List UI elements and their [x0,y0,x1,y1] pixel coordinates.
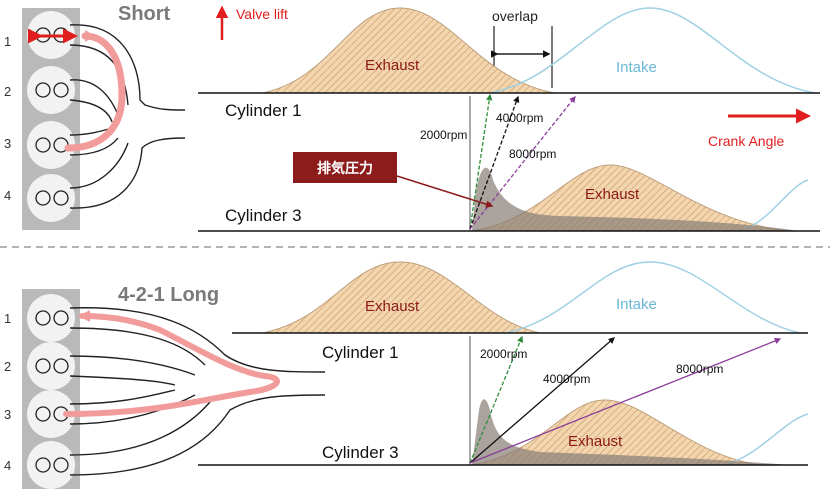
cylinder-number-2: 2 [4,84,11,99]
cylinder-number-3-bottom: 3 [4,407,11,422]
cylinder-number-4: 4 [4,188,11,203]
exhaust-label-cyl1-top: Exhaust [365,57,420,74]
cylinder3-label-bottom: Cylinder 3 [322,443,399,462]
pressure-pulse-bottom [472,399,790,465]
short-manifold-pipes [69,24,186,209]
pressure-label-box [293,152,397,183]
exhaust-flow-highlight-bottom [63,313,280,417]
intake-label-cyl1-bottom: Intake [616,296,657,313]
pressure-pointer-arrow [396,175,494,208]
cylinder-number-1-bottom: 1 [4,311,11,326]
rpm-2000-arrow-top [469,93,493,230]
exhaust-label-cyl3-top: Exhaust [585,186,640,203]
rpm-2000-label-bottom: 2000rpm [480,347,527,361]
overlap-label: overlap [492,8,538,24]
crank-angle-label: Crank Angle [708,133,784,149]
rpm-4000-arrow-top [469,95,520,230]
cylinder-number-3: 3 [4,136,11,151]
pressure-pulse-top [472,167,800,231]
rpm-4000-label-bottom: 4000rpm [543,372,590,386]
flow-arrowhead-bottom [78,310,90,322]
exhaust-curve-cyl3-bottom [469,399,761,466]
cylinder3-label-top: Cylinder 3 [225,206,302,225]
intake-label-cyl1-top: Intake [616,59,657,76]
exhaust-flow-highlight-top [64,32,126,152]
title-long: 4-2-1 Long [118,284,219,306]
rpm-8000-arrow-bottom [469,337,782,464]
cylinder1-label-top: Cylinder 1 [225,101,302,120]
rpm-4000-arrow-bottom [469,337,615,464]
long-manifold-pipes [69,307,326,476]
rpm-8000-arrow-top [469,95,576,230]
rpm-8000-label-bottom: 8000rpm [676,362,723,376]
rpm-8000-label-top: 8000rpm [509,147,556,161]
intake-curve-cyl3-bottom [724,413,809,466]
rpm-2000-label-top: 2000rpm [420,128,467,142]
exhaust-label-cyl3-bottom: Exhaust [568,433,623,450]
intake-curve-cyl1-top [489,7,816,94]
bottom-section: 1 2 3 4 4-2-1 Long Exhaust Intake Cylind… [4,261,809,489]
valve-lift-label: Valve lift [236,6,288,22]
cylinder-number-2-bottom: 2 [4,359,11,374]
exhaust-curve-cyl1-bottom [261,261,541,334]
rpm-4000-label-top: 4000rpm [496,111,543,125]
exhaust-curve-cyl1-top [261,7,556,94]
cylinder-number-4-bottom: 4 [4,458,11,473]
intake-curve-cyl1-bottom [504,261,801,334]
flow-arrowhead-top [85,30,95,42]
cylinder-number-1: 1 [4,34,11,49]
exhaust-label-cyl1-bottom: Exhaust [365,298,420,315]
top-section: 1 2 3 4 Short Valve lift overlap [4,3,820,232]
pressure-label: 排気圧力 [317,160,373,177]
exhaust-curve-cyl3-top [469,164,791,232]
cylinder-bores-bottom [27,294,75,489]
rpm-2000-arrow-bottom [469,335,524,464]
cylinder1-label-bottom: Cylinder 1 [322,343,399,362]
title-short: Short [118,3,171,25]
